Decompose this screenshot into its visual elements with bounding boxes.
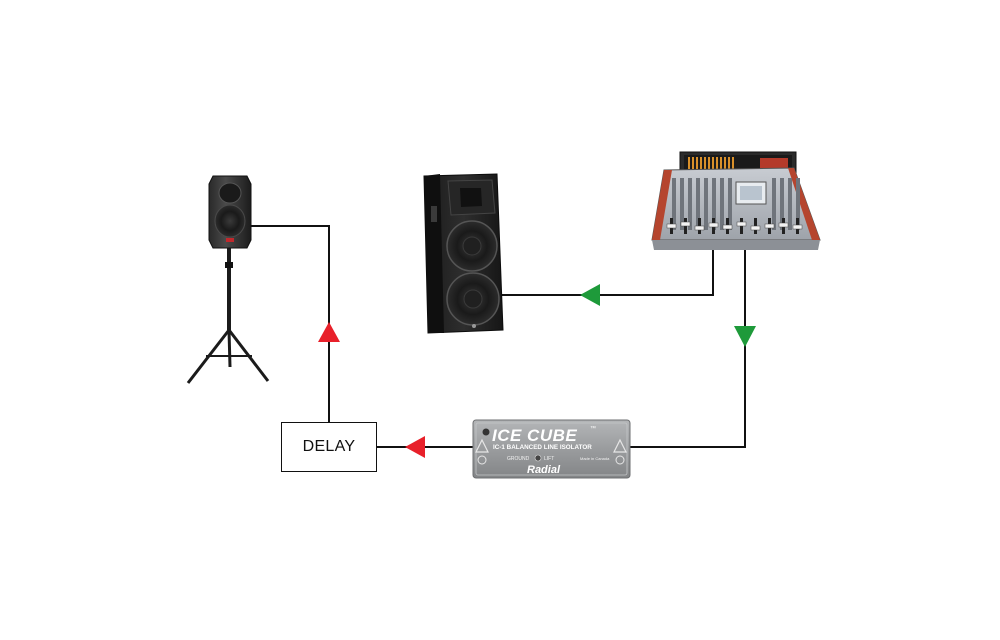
mixing-console-icon	[651, 151, 821, 250]
floor-speaker-cabinet-icon	[423, 173, 504, 334]
line-isolator-icon: ICE CUBE ™ IC-1 BALANCED LINE ISOLATOR G…	[472, 419, 631, 479]
signal-arrow-icon-left-red	[405, 436, 425, 458]
cable-lines	[247, 225, 746, 448]
pa-speaker-on-stand-icon	[186, 175, 270, 384]
signal-arrow-icon-up-red	[318, 322, 340, 342]
isolator-trademark-text: ™	[590, 425, 596, 432]
cable-console-to-cabinet	[501, 246, 714, 296]
isolator-model-text: IC-1 BALANCED LINE ISOLATOR	[493, 444, 592, 451]
cable-delay-to-stand-speaker	[247, 225, 330, 422]
isolator-brand-text: ICE CUBE	[492, 426, 577, 445]
isolator-switch-left-text: GROUND	[507, 456, 530, 462]
signal-arrow-icon-down-green	[734, 326, 756, 347]
cable-console-to-isolator	[630, 246, 746, 448]
delay-box: DELAY	[281, 422, 377, 472]
delay-label: DELAY	[302, 438, 356, 455]
isolator-origin-text: Made in Canada	[580, 456, 610, 461]
isolator-maker-text: Radial	[527, 464, 561, 476]
signal-arrow-icon-left-green	[580, 284, 600, 306]
ground-lift-switch	[534, 454, 542, 462]
isolator-switch-right-text: LIFT	[544, 456, 554, 462]
